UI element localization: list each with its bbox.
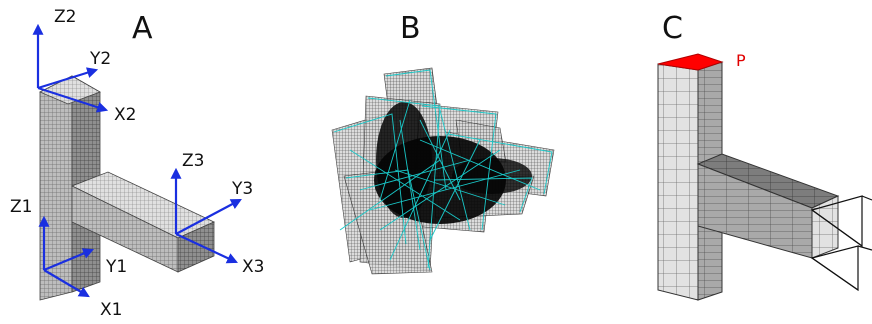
axis-x3-label: X3 [242, 257, 264, 277]
panel-a-letter: A [132, 11, 153, 46]
axis-z1-label: Z1 [10, 197, 32, 217]
axis-y1-arrow [43, 248, 95, 272]
axis-y2-label: Y2 [89, 49, 111, 69]
top-face-red [657, 53, 724, 71]
axis-y3-label: Y3 [231, 179, 253, 199]
panel-b: B [331, 11, 555, 275]
panel-c-mesh-body [657, 61, 840, 301]
support-triangles [810, 195, 872, 292]
panel-c-letter: C [662, 11, 683, 46]
panel-b-overlaid-meshes [331, 67, 555, 275]
axis-x2-label: X2 [114, 105, 136, 125]
triad-2: Z2 Y2 X2 [32, 7, 136, 125]
triad-1: Z1 Y1 X1 [10, 197, 127, 320]
axis-y3-arrow [175, 198, 242, 235]
triad-3: Z3 Y3 X3 [170, 151, 264, 277]
panel-b-highlight-lines [333, 69, 553, 271]
panel-c: C P [657, 11, 872, 301]
panel-a-mesh-body [39, 75, 215, 301]
axis-x1-arrow [43, 269, 90, 298]
point-p-label: P [736, 51, 746, 70]
axis-x3-arrow [175, 233, 238, 264]
axis-z3-label: Z3 [182, 151, 204, 171]
axis-z2-label: Z2 [54, 7, 76, 27]
axis-triads: Z1 Y1 X1 Z2 Y2 X2 Z3 Y3 X3 [10, 7, 264, 320]
axis-y2-arrow [37, 67, 99, 90]
axis-y1-label: Y1 [105, 257, 127, 277]
panel-a: A Z1 Y1 X1 Z2 [10, 7, 264, 320]
panel-b-letter: B [400, 11, 421, 46]
axis-x2-arrow [37, 86, 109, 113]
axis-x1-label: X1 [100, 300, 122, 320]
